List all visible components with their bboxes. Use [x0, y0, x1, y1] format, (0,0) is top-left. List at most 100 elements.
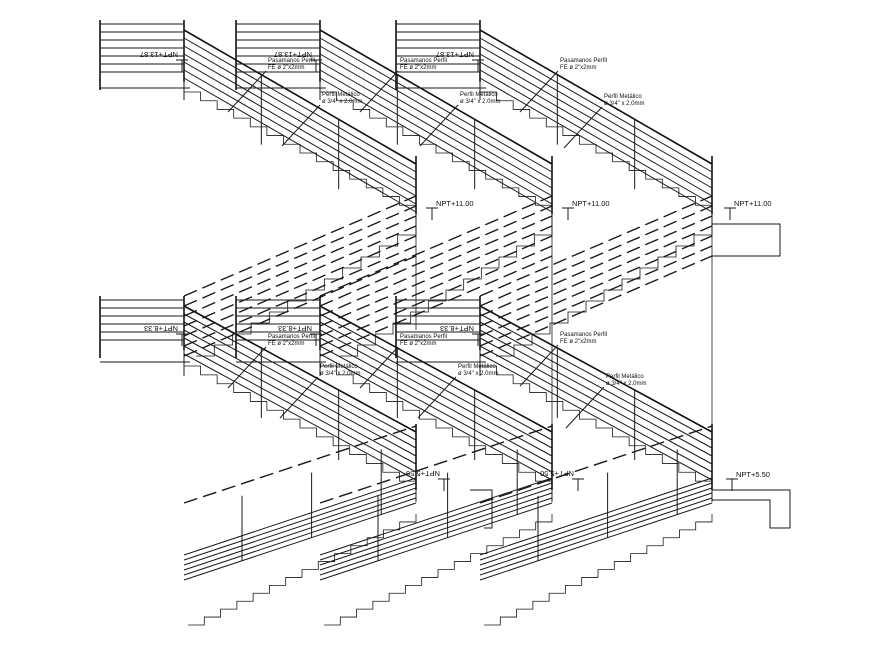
lower-wall — [470, 489, 493, 529]
upper-railing-bar — [479, 69, 713, 205]
callout-text: Pasamanos Perfil — [560, 58, 607, 64]
level-mark: NPT+11.00 — [572, 199, 610, 208]
bottom-railing-bar — [319, 482, 553, 561]
middle-dashed-flight — [183, 215, 417, 317]
bottom-railing-bar — [183, 497, 417, 576]
callout-text: Pasamanos Perfil — [400, 334, 447, 340]
callout-text: Perfil Metálico — [606, 374, 644, 380]
bottom-railing-bar — [479, 487, 713, 566]
middle-dashed-flight — [183, 205, 417, 307]
callout-text: ø 3/4" x 2.0mm — [604, 101, 644, 107]
level-mark: NPT+13.87 — [140, 50, 178, 59]
lower-railing-bar — [479, 313, 713, 441]
bottom-railing-bar — [479, 492, 713, 571]
middle-dashed-flight — [183, 225, 417, 327]
callout-text: ø 3/4" x 2.0mm — [458, 371, 498, 377]
lower-railing-bar — [319, 353, 553, 481]
middle-dashed-flight — [319, 225, 553, 327]
callout-text: Perfil Metálico — [458, 364, 496, 370]
bottom-railing-bar — [183, 487, 417, 566]
callout-text: ø 3/4" x 2.0mm — [460, 99, 500, 105]
lower-railing-bar — [183, 329, 417, 457]
middle-dashed-flight — [479, 245, 713, 347]
upper-railing-bar — [479, 61, 713, 197]
callout-text: Perfil Metálico — [604, 94, 642, 100]
bottom-railing-bar — [183, 492, 417, 571]
bottom-stair — [188, 514, 417, 626]
callout-text: Perfil Metálico — [322, 92, 360, 98]
level-mark: NPT+13.87 — [436, 50, 474, 59]
lower-railing-bar — [319, 329, 553, 457]
callout-leader — [227, 70, 267, 113]
lower-railing-bar — [183, 305, 417, 433]
lower-railing-bar — [479, 321, 713, 449]
callout-text: Pasamanos Perfil — [560, 332, 607, 338]
lower-railing-bar — [183, 345, 417, 473]
bottom-dashed-rail — [183, 425, 417, 504]
bottom-railing-bar — [183, 502, 417, 581]
middle-dashed-flight — [319, 205, 553, 307]
callout-leader — [417, 376, 457, 419]
bottom-railing-bar — [319, 492, 553, 571]
bottom-railing-bar — [479, 482, 713, 561]
callout-text: FE ø 2"x2mm — [268, 341, 304, 347]
middle-dashed-flight — [319, 195, 553, 297]
lower-railing-bar — [183, 313, 417, 441]
lower-railing-bar — [479, 345, 713, 473]
callout-text: Perfil Metálico — [320, 364, 358, 370]
upper-railing-bar — [479, 53, 713, 189]
level-mark: NPT+11.00 — [436, 199, 474, 208]
callout-text: FE ø 2"x2mm — [268, 65, 304, 71]
upper-railing-bar — [183, 37, 417, 173]
lower-railing-bar — [319, 313, 553, 441]
upper-railing-bar — [319, 29, 553, 165]
lower-railing-bar — [479, 305, 713, 433]
callout-leader — [563, 106, 603, 149]
callout-text: ø 3/4" x 2.0mm — [606, 381, 646, 387]
upper-stair — [480, 91, 713, 214]
middle-stair — [196, 224, 417, 357]
bottom-stair — [324, 514, 553, 626]
lower-railing-bar — [319, 305, 553, 433]
upper-railing-bar — [319, 37, 553, 173]
lower-railing-bar — [183, 353, 417, 481]
upper-stair — [320, 91, 553, 214]
upper-railing-bar — [479, 29, 713, 165]
middle-dashed-flight — [319, 245, 553, 347]
middle-dashed-flight — [183, 245, 417, 347]
bottom-railing-bar — [319, 497, 553, 576]
callout-leader — [419, 104, 459, 147]
upper-railing-bar — [319, 69, 553, 205]
level-mark: NPT+5.50 — [736, 470, 770, 479]
level-mark: NPT+11.00 — [734, 199, 772, 208]
bottom-railing-bar — [479, 497, 713, 576]
level-mark: NPT+8.33 — [278, 324, 312, 333]
upper-railing-bar — [319, 45, 553, 181]
callout-text: ø 3/4" x 2.0mm — [322, 99, 362, 105]
middle-dashed-flight — [319, 235, 553, 337]
bottom-railing-bar — [319, 477, 553, 556]
upper-railing-bar — [183, 53, 417, 189]
callout-text: ø 3/4" x 2.0mm — [320, 371, 360, 377]
lower-railing-bar — [479, 337, 713, 465]
bottom-railing-bar — [183, 477, 417, 556]
middle-dashed-flight — [479, 215, 713, 317]
callout-leader — [281, 104, 321, 147]
lower-railing-bar — [319, 321, 553, 449]
callout-leader — [279, 376, 319, 419]
bottom-stair — [484, 514, 713, 626]
level-mark: NPT+8.33 — [440, 324, 474, 333]
level-mark: NPT+13.87 — [274, 50, 312, 59]
middle-dashed-flight — [183, 195, 417, 297]
upper-railing-bar — [183, 45, 417, 181]
middle-dashed-flight — [183, 255, 417, 357]
upper-railing-bar — [183, 69, 417, 205]
upper-stair — [184, 91, 417, 214]
bottom-dashed-rail — [479, 425, 713, 504]
callout-leader — [519, 70, 559, 113]
callout-text: FE ø 2"x2mm — [400, 341, 436, 347]
bottom-railing-bar — [479, 502, 713, 581]
middle-dashed-flight — [319, 255, 553, 357]
